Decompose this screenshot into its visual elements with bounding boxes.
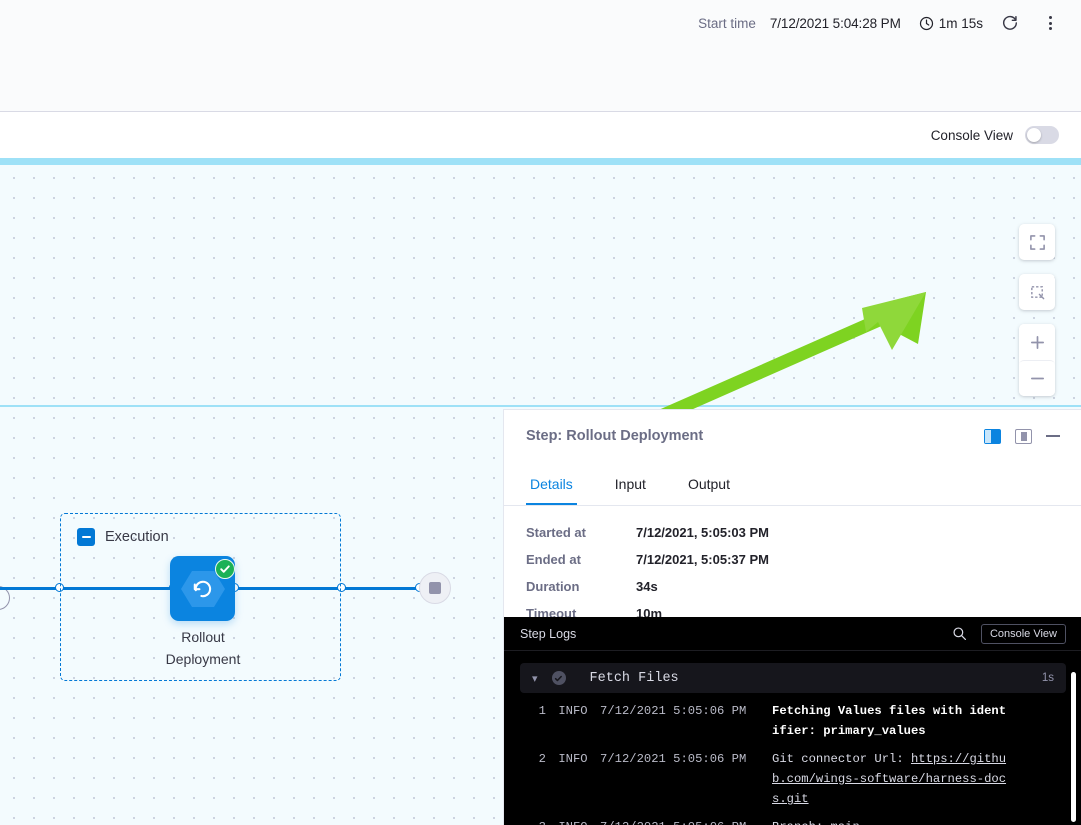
log-line-number: 1 [538,704,546,718]
step-node-rollout-deployment[interactable] [170,556,235,621]
log-line-message: Git connector Url: https://github.com/wi… [772,749,1008,809]
detail-row-duration: Duration 34s [526,576,769,596]
console-view-label: Console View [930,127,1013,143]
edge-left [0,587,176,590]
log-section-duration: 1s [1041,672,1054,684]
more-vertical-icon[interactable] [1037,10,1063,36]
tab-details[interactable]: Details [526,462,577,506]
start-time-value: 7/12/2021 5:04:28 PM [769,15,901,31]
execution-group-header: Execution [77,528,169,546]
edge-right [236,587,426,590]
log-line-timestamp: 7/12/2021 5:05:06 PM [600,704,747,718]
detail-row-ended-at: Ended at 7/12/2021, 5:05:37 PM [526,549,769,569]
log-line: 1 INFO 7/12/2021 5:05:06 PM Fetching Val… [530,701,1066,741]
step-node-label: Rollout Deployment [128,626,278,670]
log-lines: 1 INFO 7/12/2021 5:05:06 PM Fetching Val… [504,701,1081,825]
select-area-button[interactable] [1019,274,1055,310]
detail-row-started-at: Started at 7/12/2021, 5:05:03 PM [526,522,769,542]
logs-console-view-button[interactable]: Console View [980,623,1066,644]
log-line: 2 INFO 7/12/2021 5:05:06 PM Git connecto… [530,749,1066,809]
log-line-message: Branch: main [772,817,1008,825]
detail-value: 7/12/2021, 5:05:03 PM [636,524,769,540]
log-line: 3 INFO 7/12/2021 5:05:06 PM Branch: main [530,817,1066,825]
log-line-number: 3 [530,817,546,825]
top-bar: Start time 7/12/2021 5:04:28 PM 1m 15s [0,0,1081,112]
step-logs-title: Step Logs [520,626,577,641]
search-icon[interactable] [952,626,967,641]
log-line-message: Fetching Values files with identifier: p… [772,704,1007,738]
step-detail-title: Step: Rollout Deployment [526,428,704,444]
split-right-layout-icon[interactable] [984,428,1001,444]
step-detail-header: Step: Rollout Deployment [504,410,1081,462]
node-icon-wrap [180,558,235,610]
zoom-controls [1019,224,1055,396]
step-logs-actions: Console View [952,623,1066,644]
canvas-top-accent [0,158,1081,165]
step-node-label-line2: Deployment [165,651,241,667]
panel-actions [984,428,1060,444]
detail-row-timeout: Timeout 10m [526,603,769,623]
console-view-control[interactable]: Console View [931,126,1059,144]
clock-icon [919,16,933,30]
edge-dot-group-start [55,583,64,592]
status-badge-success [214,558,235,579]
rollout-deployment-icon [180,570,225,607]
duration-block: 1m 15s [919,16,983,31]
console-view-toggle[interactable] [1025,126,1059,144]
log-section-name: Fetch Files [589,670,679,686]
execution-meta: Start time 7/12/2021 5:04:28 PM 1m 15s [698,9,1063,37]
check-icon [219,564,230,573]
log-line-link[interactable]: https://github.com/wings-software/harnes… [772,752,1007,806]
log-section-fetch-files[interactable]: ▾ Fetch Files 1s [520,663,1066,693]
toggle-knob [1027,128,1041,142]
chevron-down-icon[interactable]: ▾ [532,672,538,685]
zoom-in-button[interactable] [1019,324,1055,360]
execution-group[interactable]: Execution [60,513,341,681]
edge-dot-group-end [337,583,346,592]
step-logs-panel: Step Logs Console View ▾ Fetch Fil [504,617,1081,825]
check-circle-icon [551,671,566,685]
step-logs-header: Step Logs Console View [504,617,1081,651]
refresh-icon[interactable] [997,10,1023,36]
log-scrollbar[interactable] [1071,672,1076,822]
log-line-timestamp: 7/12/2021 5:05:06 PM [600,752,747,766]
step-detail-tabs: Details Input Output [504,462,1081,506]
detail-value: 10m [636,605,663,621]
log-line-timestamp: 7/12/2021 5:05:06 PM [600,817,772,825]
log-line-level: INFO [558,752,588,766]
detail-value: 7/12/2021, 5:05:37 PM [636,551,769,567]
step-detail-panel: Step: Rollout Deployment Details Input O… [503,409,1081,825]
zoom-out-button[interactable] [1019,360,1055,396]
start-time-label: Start time [698,15,756,31]
execution-group-label: Execution [105,529,169,545]
minimize-icon[interactable] [1046,435,1060,437]
log-line-number: 2 [538,752,546,766]
previous-stage-node[interactable] [0,586,10,610]
stop-icon [429,582,441,594]
duration-value: 1m 15s [938,15,983,31]
step-details-list: Started at 7/12/2021, 5:05:03 PM Ended a… [526,522,769,630]
step-node-label-line1: Rollout [181,629,225,645]
collapse-group-button[interactable] [77,528,95,546]
log-line-level: INFO [558,704,588,718]
canvas-divider-accent [0,405,1081,407]
tab-input[interactable]: Input [614,476,646,492]
pipeline-end-node[interactable] [419,572,451,604]
split-left-layout-icon[interactable] [1015,428,1032,444]
detail-key: Timeout [526,605,577,621]
tabs-underline [504,505,1081,506]
detail-key: Started at [526,524,586,540]
tab-output[interactable]: Output [687,476,730,492]
console-view-bar: Console View [0,112,1081,158]
log-line-level: INFO [546,817,600,825]
log-message-text: Git connector Url: [772,752,911,766]
detail-key: Duration [526,578,580,594]
detail-key: Ended at [526,551,581,567]
fit-to-screen-button[interactable] [1019,224,1055,260]
detail-value: 34s [636,578,658,594]
zoom-in-out-group [1019,324,1055,396]
